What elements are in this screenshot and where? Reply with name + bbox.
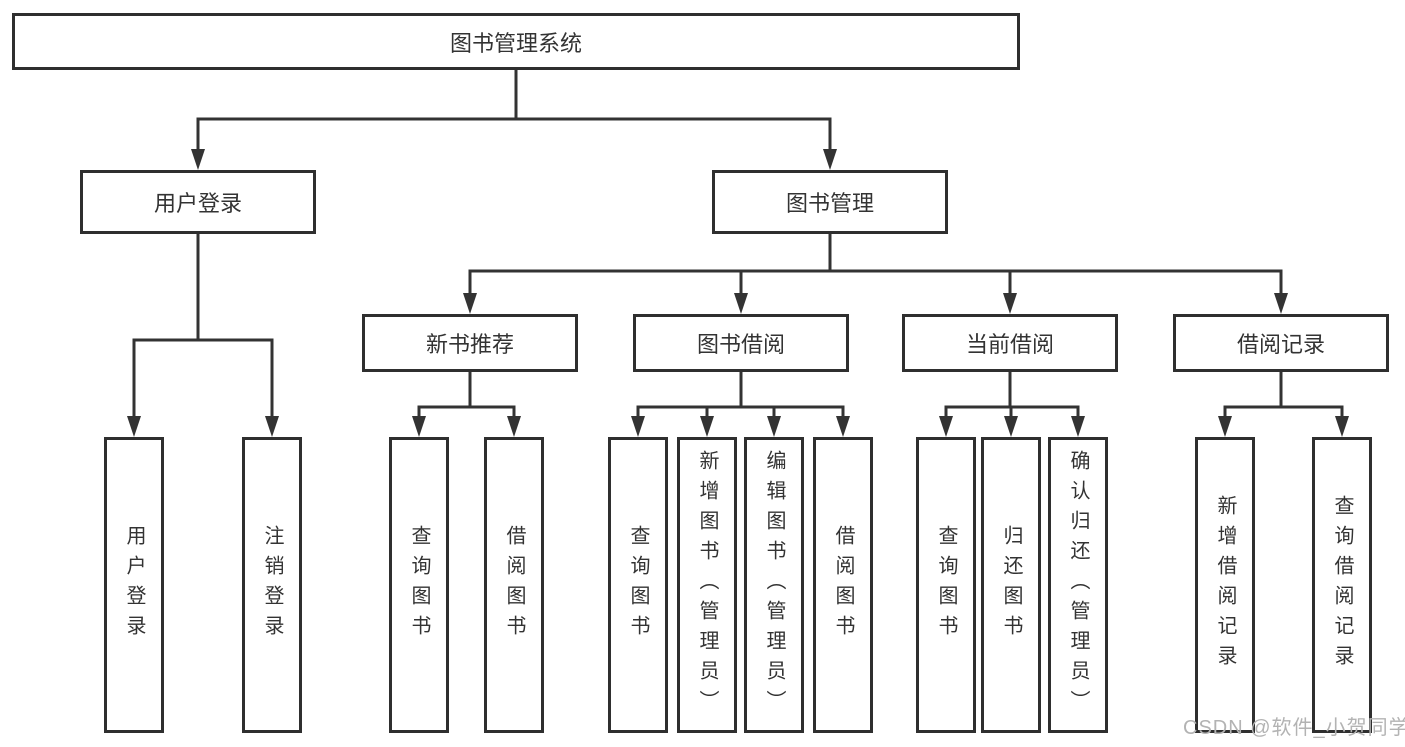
leaf-user-login: 用户登录	[104, 437, 164, 733]
arrowhead	[939, 416, 953, 437]
arrowhead	[700, 416, 714, 437]
node-new-book-recommend: 新书推荐	[362, 314, 578, 372]
arrowhead	[1274, 293, 1288, 314]
leaf-edit-books-admin: 编辑图书（管理员）	[744, 437, 804, 733]
arrowhead	[507, 416, 521, 437]
connector-root-to-level2	[191, 70, 837, 170]
arrowhead	[1335, 416, 1349, 437]
arrowhead	[631, 416, 645, 437]
leaf-query-borrow-record: 查询借阅记录	[1312, 437, 1372, 733]
arrowhead	[767, 416, 781, 437]
csdn-watermark: CSDN @软件_小贺同学	[1183, 717, 1405, 739]
node-borrow-records: 借阅记录	[1173, 314, 1389, 372]
leaf-borrow-books-newbook: 借阅图书	[484, 437, 544, 733]
leaf-label: 查询图书	[627, 525, 649, 645]
arrowhead	[1071, 416, 1085, 437]
leaf-label: 编辑图书（管理员）	[763, 450, 785, 720]
arrowhead	[1003, 293, 1017, 314]
leaf-label: 新增借阅记录	[1214, 495, 1236, 675]
leaf-return-books: 归还图书	[981, 437, 1041, 733]
arrowhead	[127, 416, 141, 437]
connector-bookborrow-to-leaves	[631, 372, 850, 437]
arrowhead	[463, 293, 477, 314]
leaf-query-books-currentborrow: 查询图书	[916, 437, 976, 733]
arrowhead	[265, 416, 279, 437]
connector-userlogin-to-leaves	[127, 234, 279, 437]
leaf-logout-login: 注销登录	[242, 437, 302, 733]
arrowhead	[734, 293, 748, 314]
node-book-management: 图书管理	[712, 170, 948, 234]
connector-currentborrow-to-leaves	[939, 372, 1085, 437]
leaf-query-books-newbook: 查询图书	[389, 437, 449, 733]
arrowhead	[836, 416, 850, 437]
leaf-label: 查询借阅记录	[1331, 495, 1353, 675]
node-user-login: 用户登录	[80, 170, 316, 234]
leaf-label: 借阅图书	[503, 525, 525, 645]
node-library-management-system: 图书管理系统	[12, 13, 1020, 70]
connector-newbook-to-leaves	[412, 372, 521, 437]
leaf-label: 借阅图书	[832, 525, 854, 645]
leaf-add-borrow-record: 新增借阅记录	[1195, 437, 1255, 733]
arrowhead	[191, 149, 205, 170]
connector-borrowrecords-to-leaves	[1218, 372, 1349, 437]
leaf-borrow-books-bookborrow: 借阅图书	[813, 437, 873, 733]
arrowhead	[823, 149, 837, 170]
leaf-label: 查询图书	[935, 525, 957, 645]
leaf-label: 用户登录	[123, 525, 145, 645]
leaf-label: 注销登录	[261, 525, 283, 645]
leaf-label: 查询图书	[408, 525, 430, 645]
node-book-borrow: 图书借阅	[633, 314, 849, 372]
arrowhead	[412, 416, 426, 437]
leaf-label: 新增图书（管理员）	[696, 450, 718, 720]
leaf-query-books-bookborrow: 查询图书	[608, 437, 668, 733]
connector-bookmgmt-to-level3	[463, 234, 1288, 314]
leaf-label: 确认归还（管理员）	[1067, 450, 1089, 720]
arrowhead	[1218, 416, 1232, 437]
node-current-borrow: 当前借阅	[902, 314, 1118, 372]
leaf-confirm-return-admin: 确认归还（管理员）	[1048, 437, 1108, 733]
leaf-add-books-admin: 新增图书（管理员）	[677, 437, 737, 733]
arrowhead	[1004, 416, 1018, 437]
leaf-label: 归还图书	[1000, 525, 1022, 645]
